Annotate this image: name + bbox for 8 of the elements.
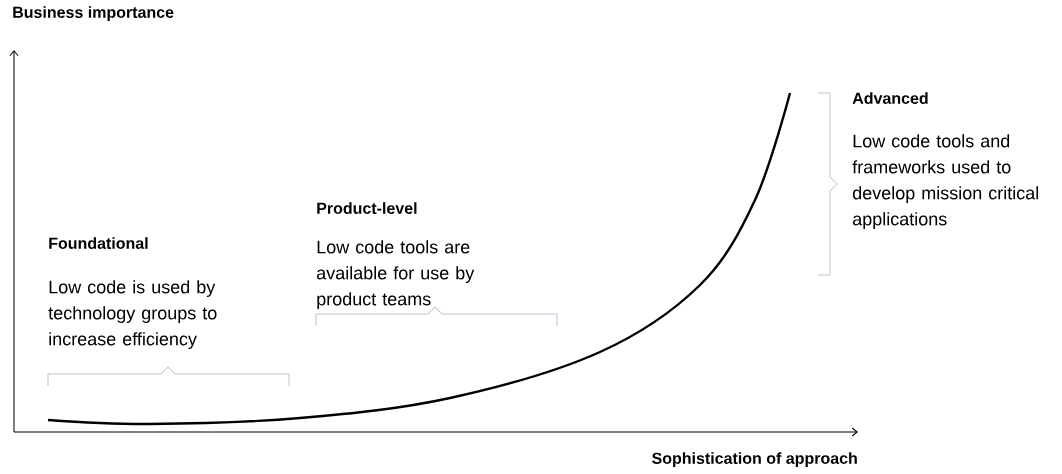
stage-description: Low code is used by technology groups to increase efficiency xyxy=(48,280,217,349)
stage-description: Low code tools and frameworks used to develop mission critical applications xyxy=(852,134,1039,229)
stage-description: Low code tools are available for use by product teams xyxy=(316,240,475,309)
axis-label: Sophistication of approach xyxy=(652,452,857,468)
stage-heading: Product-level xyxy=(317,202,417,214)
stage-heading: Advanced xyxy=(852,92,928,104)
axis-label: Business importance xyxy=(13,6,174,22)
stage-heading: Foundational xyxy=(49,237,148,249)
